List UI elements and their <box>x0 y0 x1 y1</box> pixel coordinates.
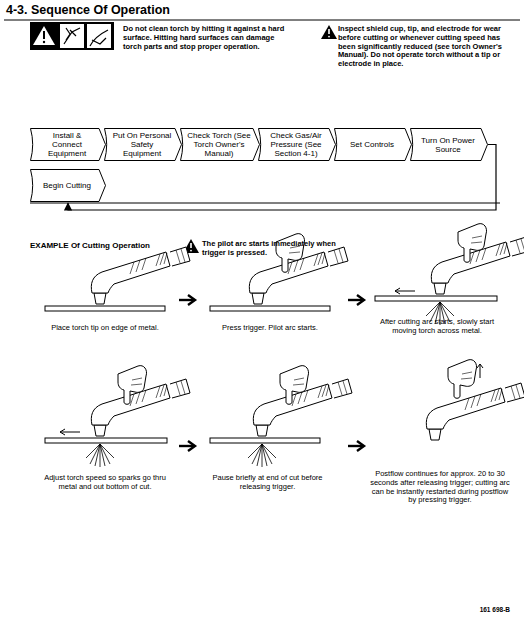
step-text: Install & Connect Equipment <box>30 131 106 158</box>
process-step: Begin Cutting <box>30 169 106 202</box>
process-step: Check Gas/Air Pressure (See Section 4-1) <box>258 128 336 161</box>
process-step: Turn On Power Source <box>410 128 488 161</box>
warning-text: Do not clean torch by hitting it against… <box>123 25 293 51</box>
step-text: Check Gas/Air Pressure (See Section 4-1) <box>258 131 336 158</box>
caption: EXAMPLE Of Cutting Operation <box>30 241 180 250</box>
caption: Pause briefly at end of cut before relea… <box>205 474 330 492</box>
caption: The pilot arc starts immediately when tr… <box>202 240 342 258</box>
warning-text: Inspect shield cup, tip, and electrode f… <box>338 25 514 69</box>
process-step: Check Torch (See Torch Owner's Manual) <box>180 128 260 161</box>
section-title: 4-3. Sequence Of Operation <box>6 3 170 17</box>
figure-number: 161 698-B <box>440 606 510 614</box>
process-step: Install & Connect Equipment <box>30 128 106 161</box>
step-text: Put On Personal Safety Equipment <box>104 131 182 158</box>
caption: After cutting arc starts, slowly start m… <box>372 318 502 336</box>
caption: Press trigger. Pilot arc starts. <box>205 324 335 333</box>
process-step: Put On Personal Safety Equipment <box>104 128 182 161</box>
step-text: Begin Cutting <box>36 181 100 190</box>
caption: Postflow continues for approx. 20 to 30 … <box>370 470 510 505</box>
step-text: Turn On Power Source <box>410 136 488 154</box>
caption: Adjust torch speed so sparks go thru met… <box>40 474 170 492</box>
caption: Place torch tip on edge of metal. <box>40 324 170 333</box>
step-text: Set Controls <box>343 140 403 149</box>
step-text: Check Torch (See Torch Owner's Manual) <box>180 131 260 158</box>
process-step: Set Controls <box>334 128 412 161</box>
